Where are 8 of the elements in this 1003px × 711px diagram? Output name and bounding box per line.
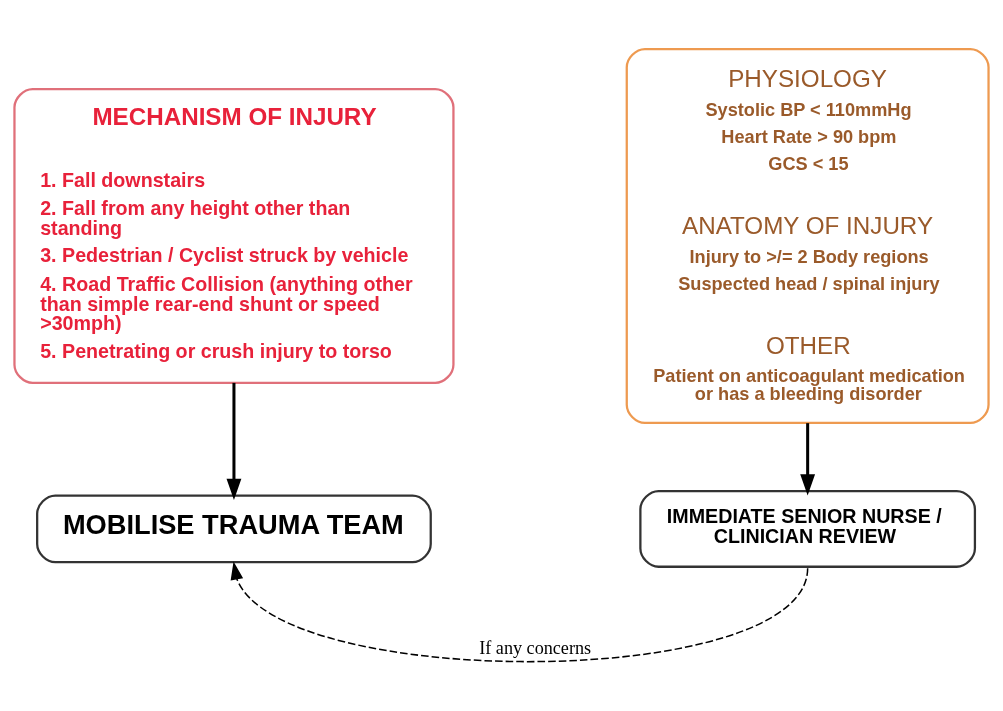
arrow [230,561,809,663]
arrow [800,423,816,496]
node-box: MOBILISE TRAUMA TEAM [36,494,432,564]
arrow [226,382,242,500]
edge-label: If any concerns [479,637,592,658]
node-box: PHYSIOLOGY Systolic BP < 110mmHg Heart Rate > 90 bpm GCS < 15 ANATOMY OF INJURY Injury to >/= 2 Body regions Suspected head / spinal injury OTHER Patient on anticoagulant medication or has a bleeding disorder [625,47,990,425]
node-box: IMMEDIATE SENIOR NURSE / CLINICIAN REVIEW [639,489,977,568]
node-box: MECHANISM OF INJURY 1. Fall downstairs 2. Fall from any height other than standing 3. Pedestrian / Cyclist struck by vehicle 4. Road Traffic Collision (anything other than simple rear-end shunt or speed >30mph) 5. Penetrating or crush injury to torso [13,88,455,384]
